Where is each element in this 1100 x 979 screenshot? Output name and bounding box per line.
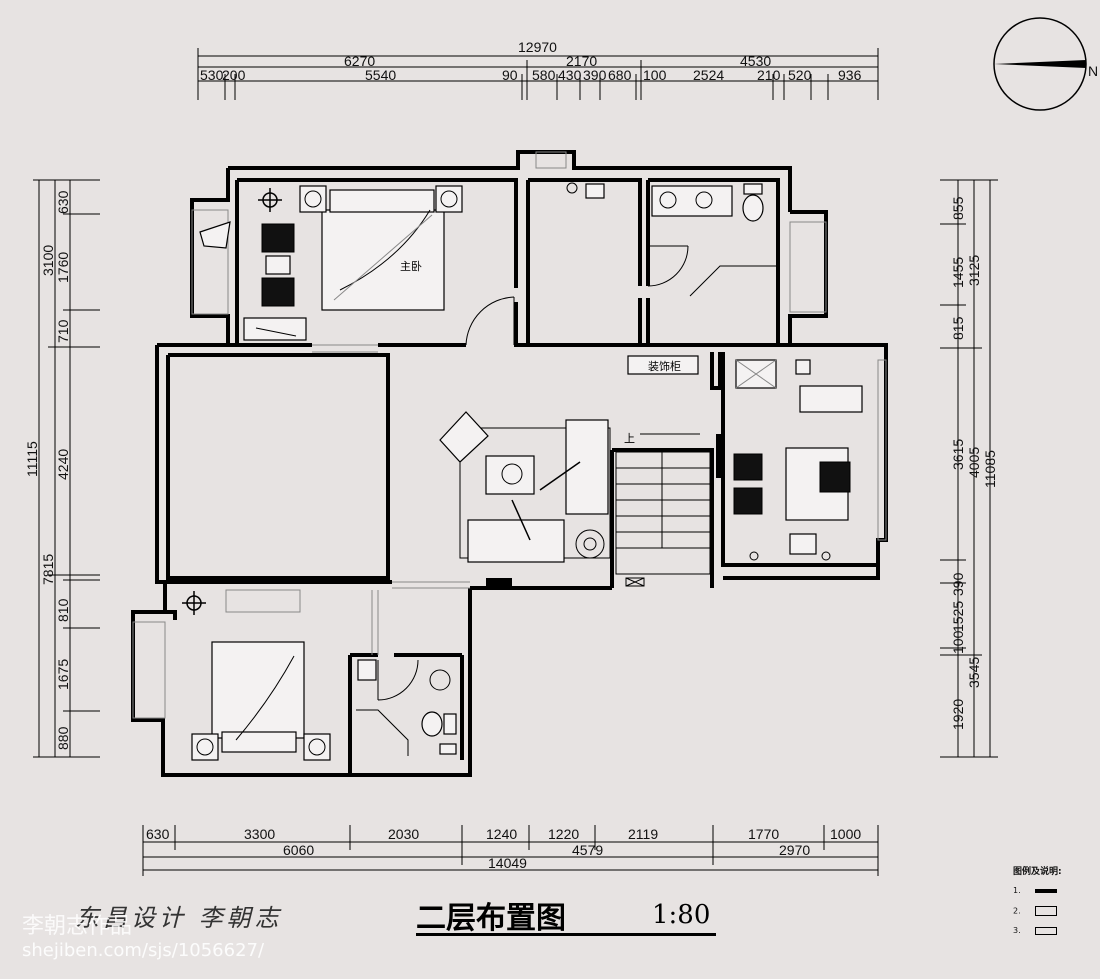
legend-item-2-number: 2. [1013, 906, 1021, 916]
dim-left-mid-1: 3100 [40, 245, 56, 276]
legend-box-symbol [1035, 926, 1058, 935]
dim-bottom-detail-2: 3300 [244, 826, 275, 842]
dim-bottom-detail-4: 1240 [486, 826, 517, 842]
dim-right-detail-5: 390 [950, 572, 966, 596]
dim-right-detail-6: 1525 [950, 601, 966, 632]
dim-top-detail-13: 936 [838, 67, 862, 83]
dim-right-detail-2: 1455 [950, 257, 966, 288]
dim-left-detail-6: 1675 [55, 659, 71, 690]
staircase: 上 [615, 432, 721, 587]
dim-left-detail-3: 710 [55, 319, 71, 343]
legend-wall-symbol [1035, 888, 1058, 893]
dim-bottom-detail-7: 1770 [748, 826, 779, 842]
dim-top-detail-9: 100 [643, 67, 667, 83]
designer-credit: 东昌设计 李朝志 [75, 904, 283, 932]
room-label-decor-cabinet: 装饰柜 [648, 359, 681, 373]
dim-top-detail-11: 210 [757, 67, 781, 83]
study [733, 359, 863, 561]
stairs-up-label: 上 [624, 432, 635, 445]
dim-right-detail-1: 855 [950, 196, 966, 220]
dim-right-mid-3: 3545 [966, 657, 982, 688]
dim-bottom-detail-3: 2030 [388, 826, 419, 842]
right-dimension-chain: 855 1455 815 3615 390 1525 100 1920 3125… [940, 179, 998, 758]
dim-top-detail-2: 200 [222, 67, 246, 83]
dim-right-detail-4: 3615 [950, 439, 966, 470]
dim-right-detail-8: 1920 [950, 699, 966, 730]
bottom-bathroom [356, 659, 457, 756]
title-underline [416, 933, 716, 936]
dim-top-detail-3: 5540 [365, 67, 396, 83]
left-dimension-chain: 11115 3100 7815 630 1760 710 4240 810 16… [24, 179, 100, 758]
dim-right-mid-1: 3125 [966, 255, 982, 286]
dim-left-mid-2: 7815 [40, 554, 56, 585]
dim-bottom-mid-3: 2970 [779, 842, 810, 858]
north-arrow-icon: N [993, 17, 1098, 111]
dim-top-detail-4: 90 [502, 67, 518, 83]
watermark-author: 李朝志作品 [22, 914, 133, 939]
dim-top-detail-8: 680 [608, 67, 632, 83]
walls [131, 150, 888, 777]
legend-cross-symbol [1035, 906, 1058, 916]
dim-left-detail-4: 4240 [55, 449, 71, 480]
dim-right-total: 11085 [982, 450, 998, 488]
legend-item-2: 2. [1013, 906, 1058, 916]
drawing-title: 二层布置图 [416, 901, 566, 936]
dim-bottom-detail-6: 2119 [628, 826, 658, 842]
dim-top-detail-1: 530 [200, 67, 224, 83]
top-bathroom [566, 182, 778, 297]
ceiling-fan-icon [258, 188, 282, 212]
doors-windows [132, 151, 887, 719]
dim-top-total: 12970 [518, 39, 557, 55]
dim-left-total: 11115 [24, 441, 40, 477]
dim-bottom-mid-2: 4579 [572, 842, 603, 858]
second-bedroom [182, 589, 331, 761]
dim-top-detail-5: 580 [532, 67, 556, 83]
dim-left-detail-5: 810 [55, 598, 71, 622]
dim-top-mid-3: 4530 [740, 53, 771, 69]
dim-right-mid-2: 4005 [966, 447, 982, 478]
master-bedroom: 主卧 [199, 185, 463, 341]
legend-title: 图例及说明: [1013, 867, 1062, 877]
dim-left-detail-2: 1760 [55, 252, 71, 283]
bottom-dimension-chain: 630 3300 2030 1240 1220 2119 1770 1000 6… [142, 825, 879, 876]
room-label-master-bedroom: 主卧 [400, 260, 422, 273]
watermark-url: shejiben.com/sjs/1056627/ [22, 940, 265, 961]
ceiling-fan-icon [182, 591, 206, 615]
dim-bottom-detail-8: 1000 [830, 826, 861, 842]
top-dimension-chain: 12970 6270 2170 4530 530 200 5540 90 580… [197, 39, 879, 100]
dim-top-detail-6: 430 [558, 67, 582, 83]
dim-top-mid-1: 6270 [344, 53, 375, 69]
dim-left-detail-1: 630 [55, 190, 71, 214]
dim-top-mid-2: 2170 [566, 53, 597, 69]
north-label: N [1088, 63, 1098, 79]
dim-right-detail-3: 815 [950, 316, 966, 340]
dim-top-detail-12: 520 [788, 67, 812, 83]
dim-bottom-total: 14049 [488, 855, 527, 871]
drawing-scale: 1:80 [652, 900, 711, 930]
dim-right-detail-7: 100 [950, 630, 966, 654]
family-room: 装饰柜 [439, 355, 699, 588]
dim-bottom-mid-1: 6060 [283, 842, 314, 858]
legend-item-3-number: 3. [1013, 926, 1021, 935]
dim-top-detail-10: 2524 [693, 67, 724, 83]
dim-bottom-detail-5: 1220 [548, 826, 579, 842]
dim-bottom-detail-1: 630 [146, 826, 170, 842]
dim-top-detail-7: 390 [583, 67, 607, 83]
legend-item-3: 3. [1013, 926, 1058, 935]
legend-item-1-number: 1. [1013, 886, 1021, 895]
legend-item-1: 1. [1013, 886, 1058, 895]
dim-left-detail-7: 880 [55, 726, 71, 750]
